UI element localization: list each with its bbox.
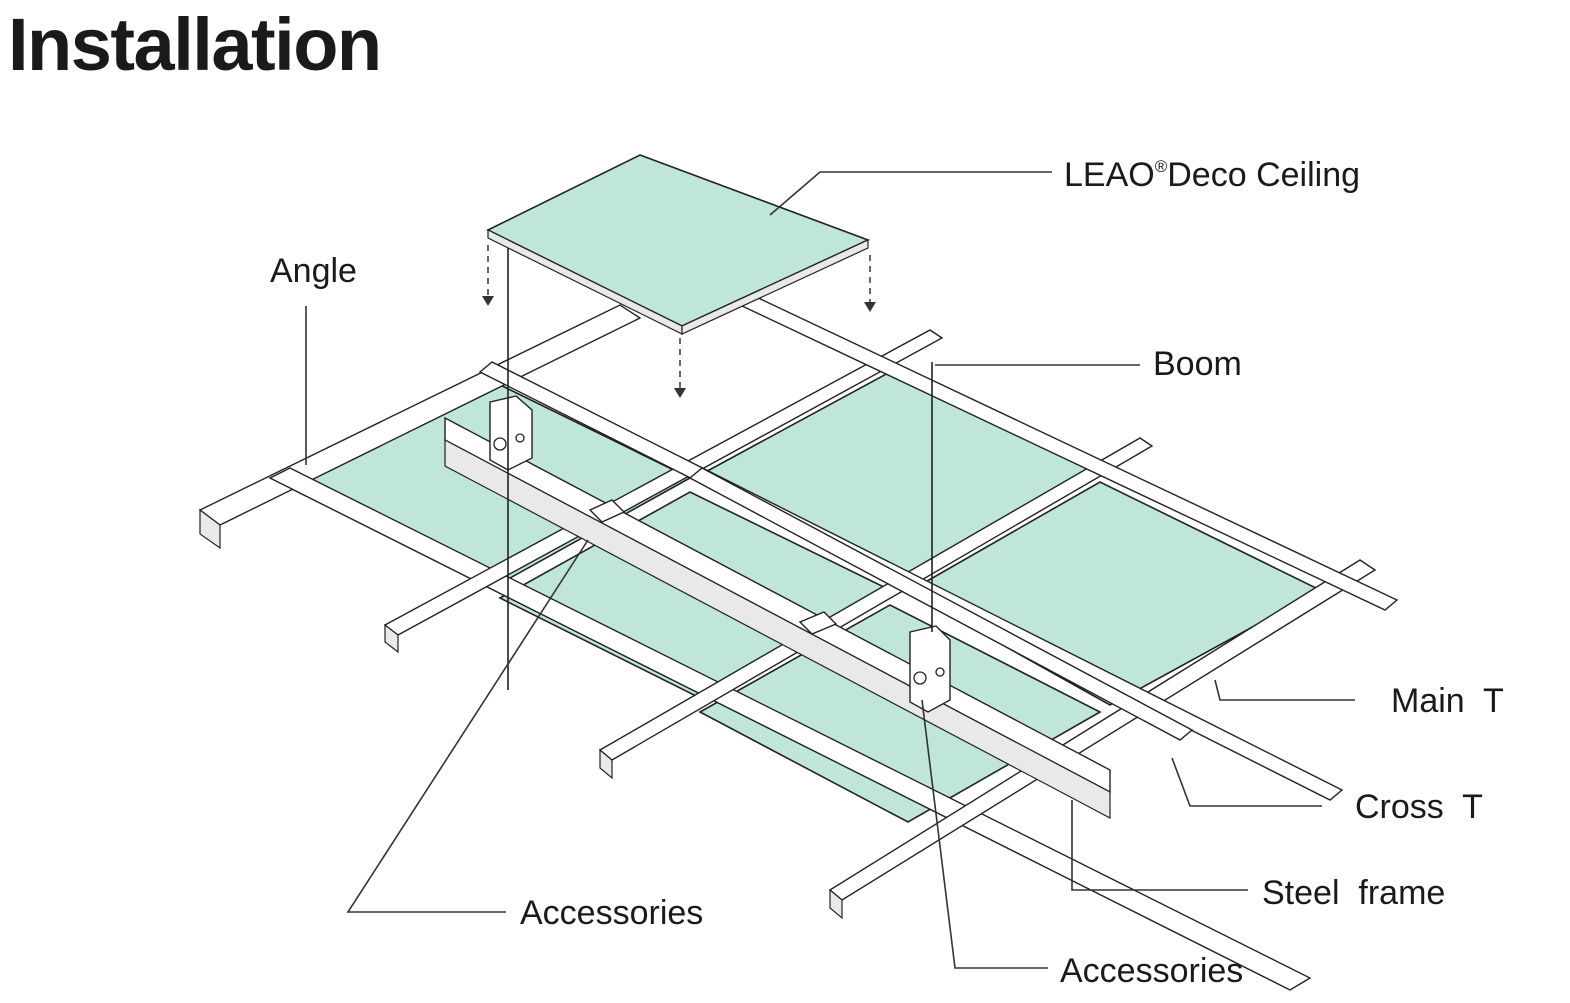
label-angle: Angle (270, 252, 357, 290)
leader-main-t (1214, 679, 1355, 701)
deco-ceiling-board (482, 154, 876, 398)
registered-mark: ® (1155, 157, 1168, 176)
label-accessories-left: Accessories (520, 894, 703, 932)
label-product: Deco Ceiling (1167, 156, 1360, 194)
cross-t-runners (478, 294, 1399, 801)
leader-cross-t (1171, 757, 1322, 807)
label-brand: LEAO (1064, 156, 1155, 194)
leader-accessories-bottom (921, 699, 1048, 969)
label-main-t: Main T (1391, 682, 1504, 720)
main-t-runners (383, 329, 1377, 920)
label-boom: Boom (1153, 345, 1242, 383)
hanger-bracket (489, 232, 533, 690)
leader-accessories-left (346, 539, 589, 913)
label-cross-t: Cross T (1355, 788, 1483, 826)
label-steel-frame: Steel frame (1262, 874, 1445, 912)
label-accessories-bottom: Accessories (1060, 952, 1243, 990)
leader-deco-ceiling (769, 171, 1052, 216)
leader-steel-frame (1071, 800, 1248, 891)
label-deco-ceiling: LEAO®Deco Ceiling (1064, 156, 1360, 194)
page-title: Installation (8, 3, 382, 86)
hanger-bracket (909, 362, 951, 713)
